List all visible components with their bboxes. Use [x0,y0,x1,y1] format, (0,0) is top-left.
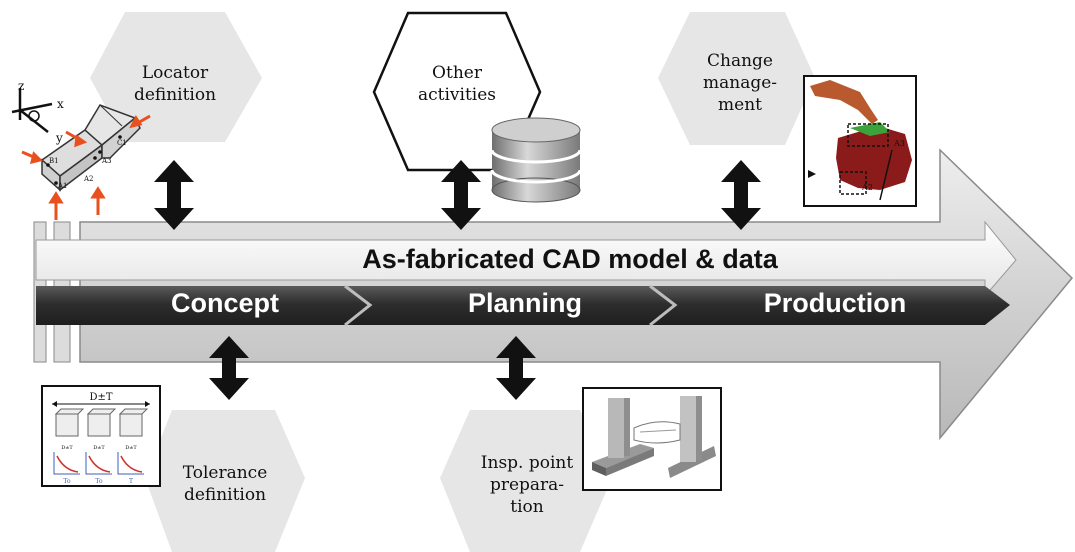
locator-point-label: A1 [57,182,68,190]
label-line: Insp. point [480,453,574,473]
inspection-figure [582,387,722,491]
label-line: Other [432,63,482,83]
database-icon [490,117,582,203]
hexagon-change [658,12,815,145]
hexagon-tolerance [145,410,305,552]
axis-z-label: z [18,79,24,93]
inspection-point-label: Insp. point prepara- tion [462,452,592,518]
hexagon-inspection [440,410,612,552]
cad-model-arrow [35,220,1017,298]
label-line: definition [183,485,267,505]
label-line: Locator [141,63,209,83]
locator-definition-label: Locator definition [110,62,240,106]
tolerance-axis-label: To [63,478,71,485]
double-arrow-icon [496,336,536,400]
change-point-label: A3 [893,139,905,148]
label-line: Change [707,51,773,71]
tolerance-plot-label: D±T [61,445,73,451]
double-arrow-icon [209,336,249,400]
change-figure [803,75,917,207]
double-arrow-icon [154,160,194,230]
double-arrow-icon [721,160,761,230]
label-line: prepara- [489,475,565,495]
tolerance-definition-label: Tolerance definition [160,462,290,506]
locator-point-label: B1 [49,157,59,165]
locator-figure [11,88,151,220]
double-arrow-icon [441,160,481,230]
tolerance-axis-label: T [129,478,133,485]
main-process-arrow [33,148,1074,441]
locator-point-label: C1 [117,139,127,147]
label-line: activities [417,85,497,105]
label-line: definition [133,85,217,105]
tolerance-axis-label: To [95,478,103,485]
axis-x-label: x [57,97,64,111]
axis-y-label: y [55,131,63,145]
change-point-label: A2 [861,183,873,192]
tolerance-dimension-label: D±T [89,392,112,403]
locator-point-label: A3 [101,157,112,165]
phase-production-label: Production [763,288,907,318]
tolerance-plot-label: D±T [93,445,105,451]
tolerance-plot-label: D±T [125,445,137,451]
other-activities-label: Other activities [392,62,522,106]
phase-band [36,286,1010,325]
cad-model-title: As-fabricated CAD model & data [362,244,778,274]
locator-point-label: A2 [83,175,94,183]
phase-concept-label: Concept [171,288,279,318]
label-line: tion [510,497,544,517]
phase-separator [649,284,678,327]
change-management-label: Change manage- ment [680,50,800,116]
label-line: ment [718,95,762,115]
phase-planning-label: Planning [468,288,582,318]
tolerance-figure [41,385,161,487]
hexagon-locator [90,12,262,142]
label-line: Tolerance [182,463,268,483]
phase-separator [344,284,373,327]
label-line: manage- [702,73,778,93]
